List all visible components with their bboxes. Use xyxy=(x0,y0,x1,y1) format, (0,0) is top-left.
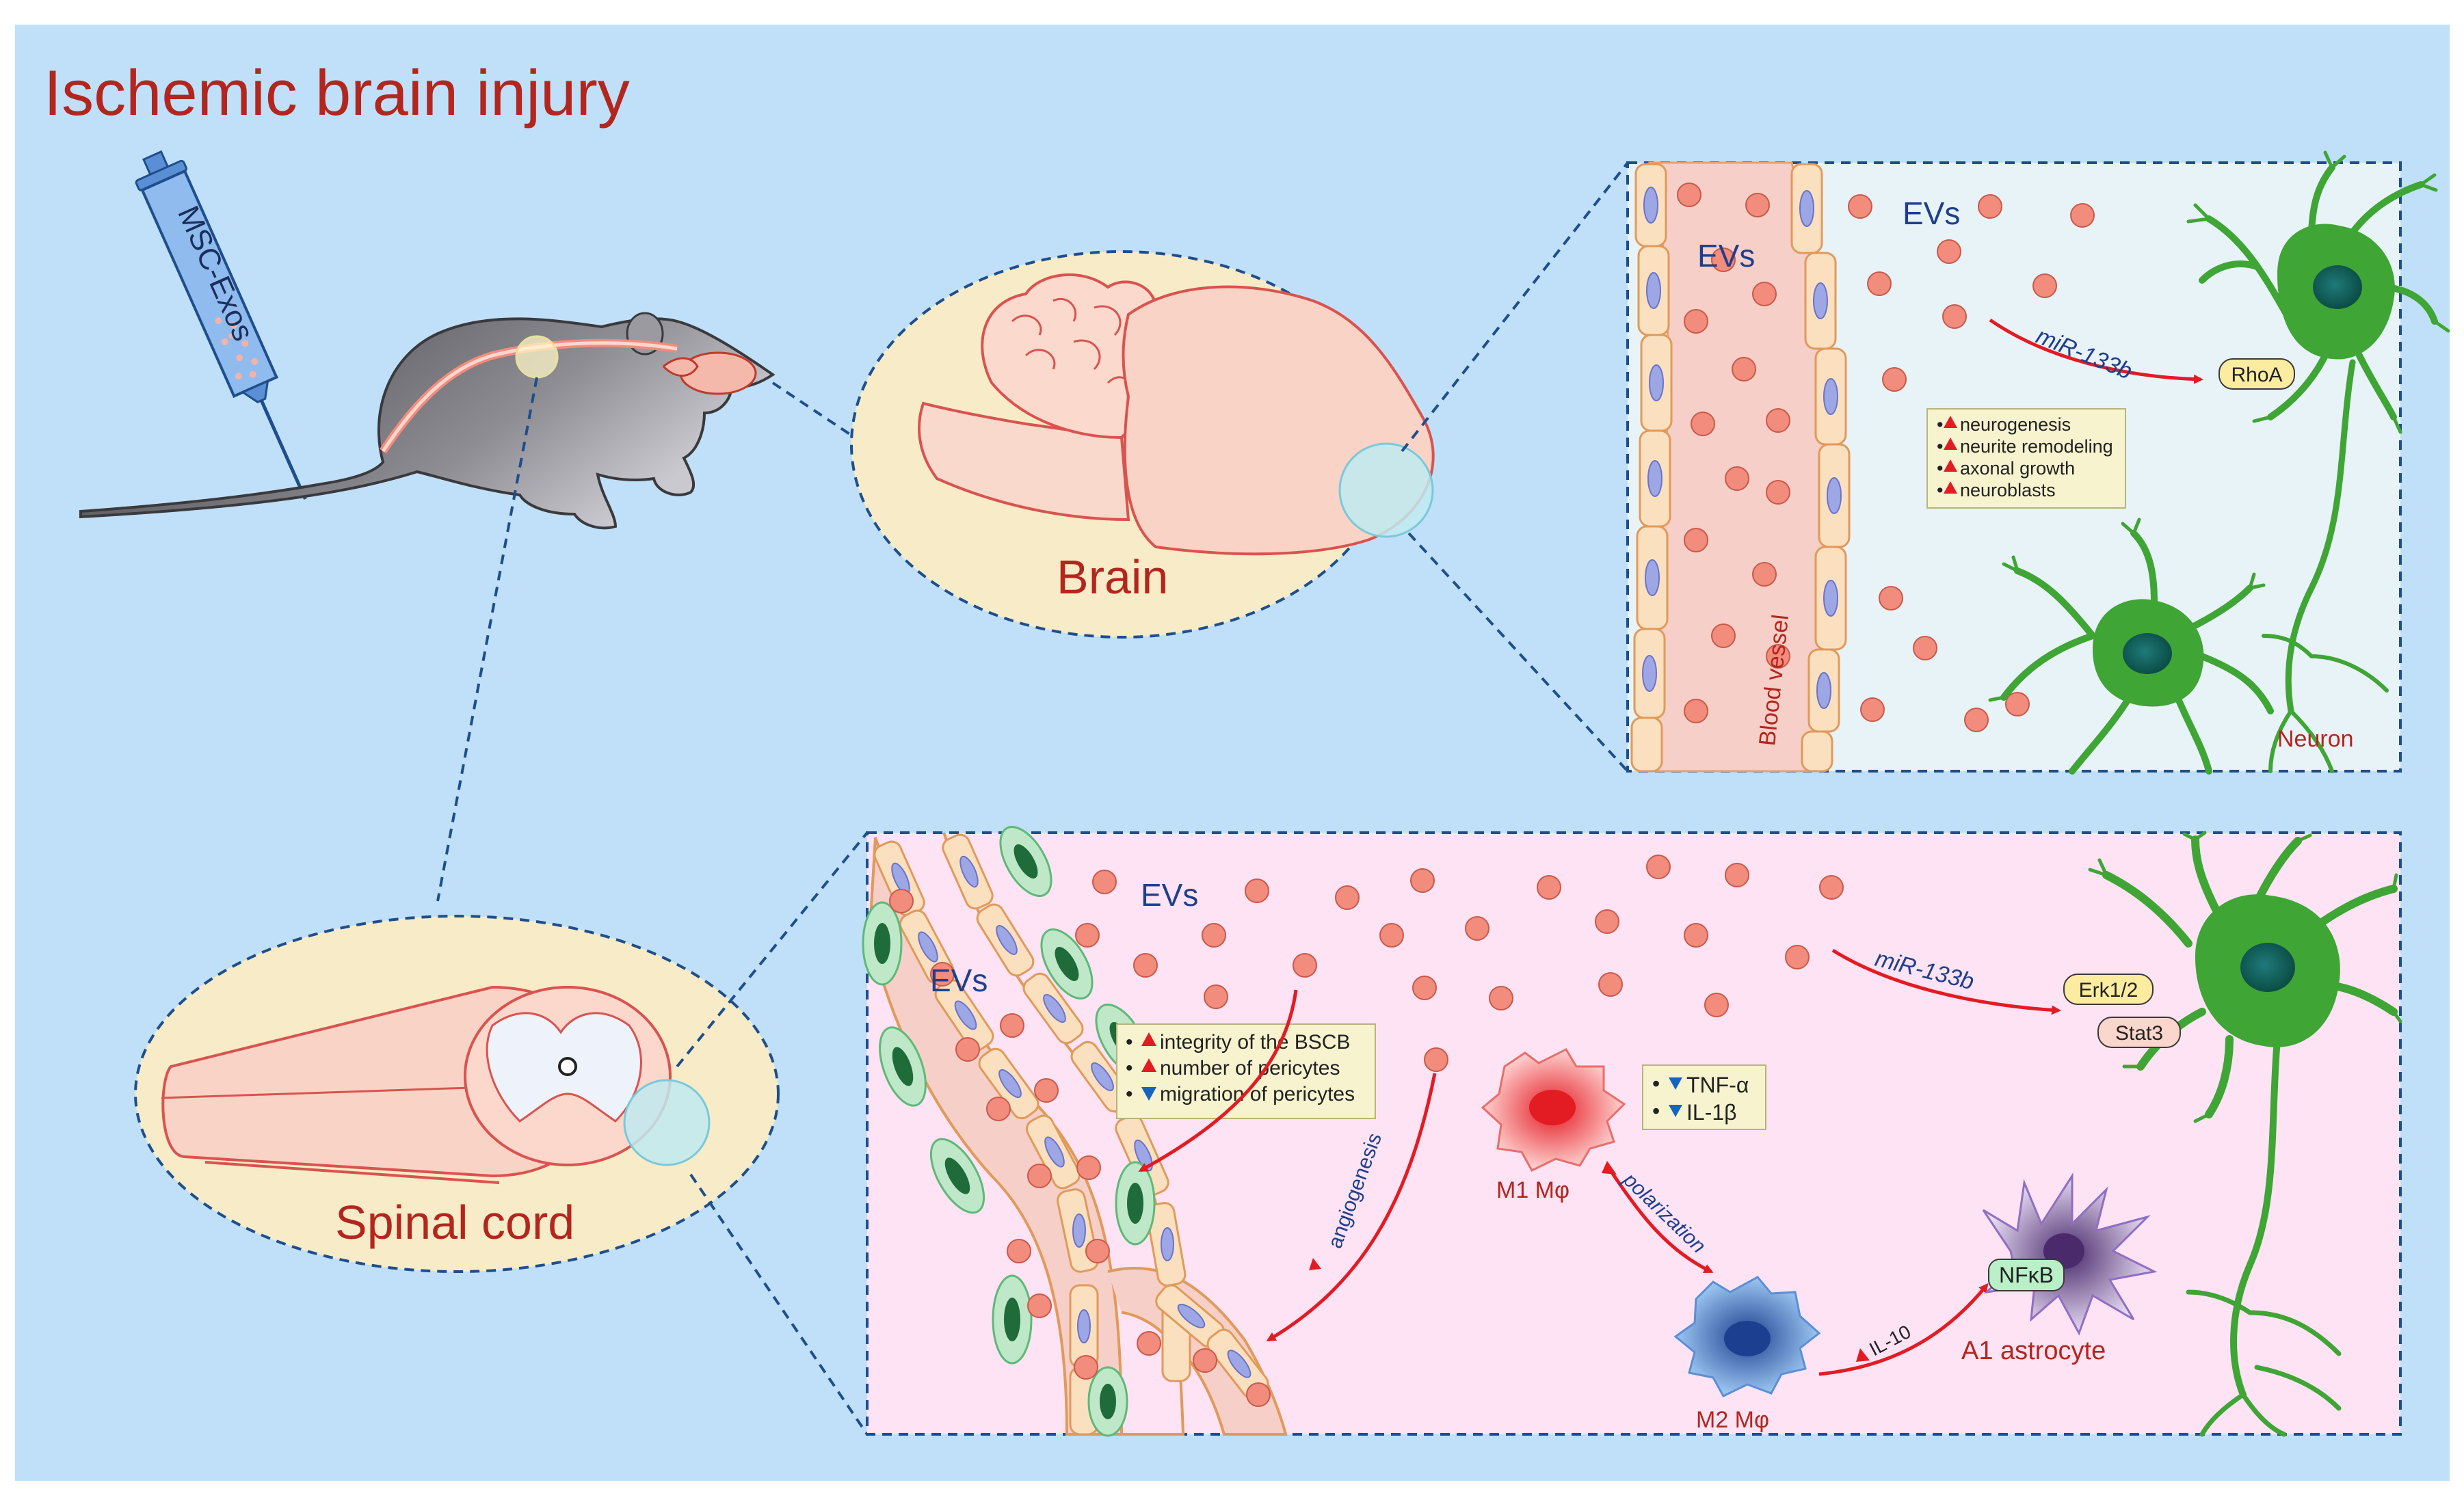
angiogenesis-arrow xyxy=(1266,1073,1437,1342)
brain-effect-item: axonal growth xyxy=(1960,458,2075,479)
erk-label: Erk1/2 xyxy=(2079,979,2138,1002)
svg-text:•: • xyxy=(1652,1071,1660,1096)
rat-spinal-highlight xyxy=(515,335,559,379)
brain-zoom-highlight xyxy=(1338,442,1434,538)
stat3-label: Stat3 xyxy=(2115,1022,2163,1045)
brain-panel: EVs Blood vessel EVs miR-133b • neurogen… xyxy=(1626,150,2450,775)
spinal-vessel-evs-label: EVs xyxy=(930,963,988,998)
spinal-effect-item: number of pericytes xyxy=(1160,1057,1340,1079)
spinal-effect-item: integrity of the BSCB xyxy=(1160,1031,1350,1054)
svg-text:•: • xyxy=(1652,1099,1660,1123)
connector-spinal-panel-bottom xyxy=(689,1173,869,1436)
connector-rat-spinal xyxy=(436,377,538,902)
svg-text:•: • xyxy=(1126,1083,1133,1105)
brain-neuron-nucleus xyxy=(2313,265,2362,309)
erk-badge xyxy=(2063,974,2154,1005)
spinal-effects-box xyxy=(1116,1023,1376,1119)
svg-text:•: • xyxy=(1937,436,1943,457)
spinal-zoom-highlight xyxy=(623,1079,711,1166)
spinal-label: Spinal cord xyxy=(335,1196,574,1249)
svg-text:•: • xyxy=(1126,1057,1133,1079)
spinal-tissue-evs-label: EVs xyxy=(1141,877,1198,913)
brain-label: Brain xyxy=(1057,550,1168,604)
connector-spinal-panel-top xyxy=(676,831,869,1068)
brain-effect-item: neurite remodeling xyxy=(1960,436,2113,457)
il10-arrow xyxy=(1818,1283,1989,1376)
connector-brain-panel-bottom xyxy=(1407,532,1629,773)
brain-effects-list: • neurogenesis • neurite remodeling • ax… xyxy=(1937,414,2113,500)
brain-tissue-evs-label: EVs xyxy=(1903,196,1960,231)
m1-label: M1 Mφ xyxy=(1496,1177,1569,1203)
rat xyxy=(79,312,776,530)
brain-neuron-2 xyxy=(1988,518,2274,775)
svg-text:•: • xyxy=(1937,458,1943,479)
nfkb-label: NFκB xyxy=(1999,1263,2054,1287)
cytokine-item: TNF-α xyxy=(1686,1073,1749,1097)
nfkb-badge xyxy=(1988,1259,2065,1291)
polarization-arrow xyxy=(1608,1169,1714,1274)
brain-effect-item: neuroblasts xyxy=(1960,480,2056,500)
brain-neuron xyxy=(2186,150,2450,773)
brain-mirna-arrow xyxy=(1989,318,2203,384)
neuron-label: Neuron xyxy=(2277,726,2354,752)
connector-brain-panel-top xyxy=(1401,161,1629,453)
spinal-effect-item: migration of pericytes xyxy=(1160,1083,1355,1105)
spinal-panel: EVs EVs • integrity of the BSCB • number… xyxy=(862,826,2402,1437)
bscb-arrow xyxy=(1138,989,1298,1172)
spinal-neuron-nucleus xyxy=(2240,943,2295,992)
cytokine-item: IL-1β xyxy=(1686,1100,1737,1125)
brain-vessel-evs-label: EVs xyxy=(1697,238,1755,273)
m2-label: M2 Mφ xyxy=(1696,1407,1769,1433)
connector-rat-brain xyxy=(771,381,856,439)
astrocyte-label: A1 astrocyte xyxy=(1961,1337,2106,1365)
svg-text:•: • xyxy=(1937,480,1943,500)
cytokine-box xyxy=(1642,1064,1766,1130)
figure-title: Ischemic brain injury xyxy=(44,57,630,129)
brain-effects-box xyxy=(1926,408,2126,509)
svg-text:•: • xyxy=(1126,1031,1133,1054)
rhoa-label: RhoA xyxy=(2231,364,2282,386)
svg-text:•: • xyxy=(1937,414,1943,435)
stat3-badge xyxy=(2097,1017,2181,1048)
spinal-ellipse: Spinal cord xyxy=(134,915,780,1273)
spinal-effects-list: • integrity of the BSCB • number of peri… xyxy=(1126,1031,1355,1105)
spinal-mirna-arrow xyxy=(1831,948,2061,1015)
brain-effect-item: neurogenesis xyxy=(1960,414,2071,435)
spinal-neuron xyxy=(2088,831,2402,1437)
brain-ellipse: Brain xyxy=(850,250,1435,639)
rhoa-badge xyxy=(2218,358,2295,390)
